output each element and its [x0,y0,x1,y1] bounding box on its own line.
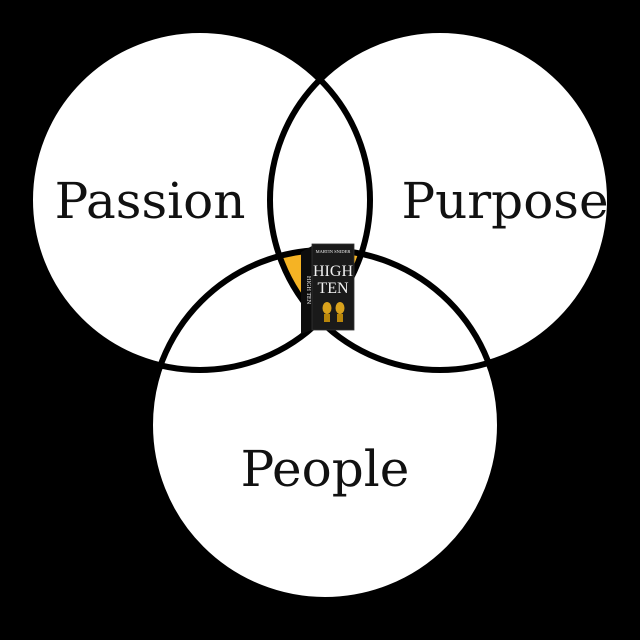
book-title-line2: TEN [317,280,349,297]
book-cover [312,244,354,330]
book-title-line1: HIGH [313,263,353,280]
people-label: People [241,440,410,498]
passion-label: Passion [55,172,246,230]
passion-circle-outline [27,27,373,373]
book-spine [301,246,312,334]
purpose-circle-outline [267,27,613,373]
circle-fills [30,30,610,600]
purpose-label: Purpose [401,172,608,230]
book-emblem-icon [322,302,345,322]
book-author: MARTIN SNIDER [316,249,351,254]
book-image: MARTIN SNIDER HIGH TEN HIGH TEN [301,243,355,334]
book-spine-text: HIGH TEN [305,276,311,305]
people-circle-fill [150,250,500,600]
